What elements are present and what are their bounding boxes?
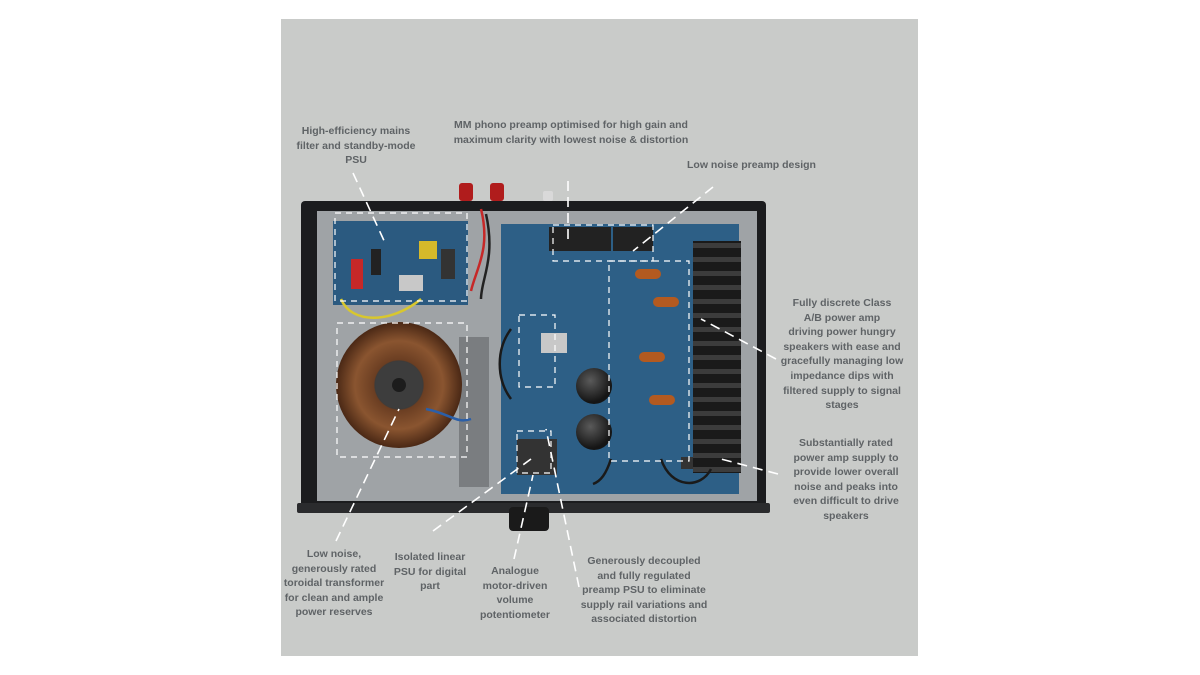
callout-toroidal-transformer: Low noise, generously rated toroidal tra… [283, 548, 385, 619]
callout-low-noise-preamp: Low noise preamp design [687, 159, 816, 171]
callout-digital-psu: Isolated linear PSU for digital part [393, 551, 467, 593]
toroidal-transformer [336, 322, 462, 448]
mains-psu-board [333, 221, 468, 305]
volume-knob [509, 507, 549, 531]
callout-phono-preamp: MM phono preamp optimised for high gain … [453, 119, 689, 146]
leader-lines [335, 172, 779, 588]
rear-terminals [459, 183, 553, 201]
wiring [339, 208, 713, 486]
callout-preamp-psu: Generously decoupled and fully regulated… [580, 555, 708, 626]
callout-power-amp: Fully discrete Class A/B power amp drivi… [780, 297, 904, 412]
diagram-panel: High-efficiency mains filter and standby… [281, 19, 918, 656]
ribbon-cable [459, 337, 489, 487]
callout-volume-potentiometer: Analogue motor-driven volume potentiomet… [479, 565, 550, 621]
callout-power-supply: Substantially rated power amp supply to … [793, 437, 899, 522]
heatsink [693, 241, 741, 473]
amplifier-illustration [297, 172, 779, 588]
callout-mains-filter: High-efficiency mains filter and standby… [296, 125, 416, 167]
